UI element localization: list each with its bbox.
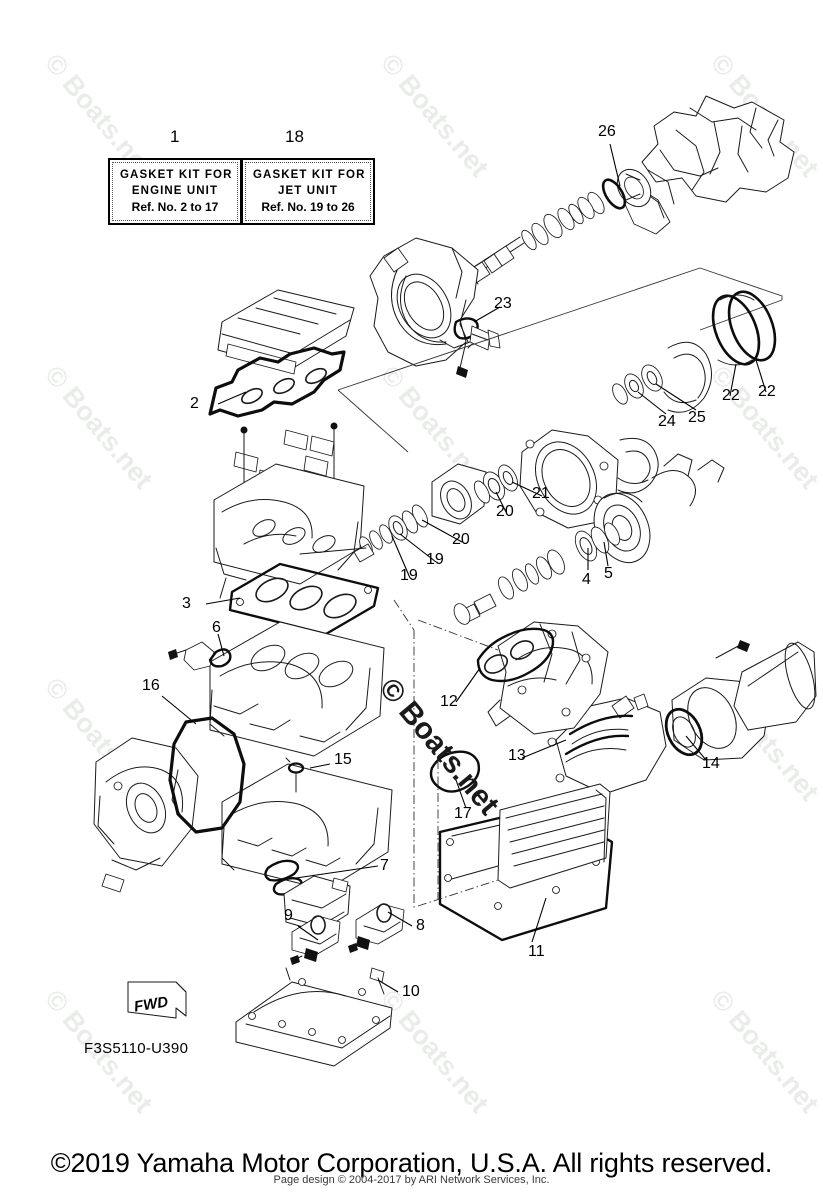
bearing-cluster-19-20-21 bbox=[353, 463, 518, 563]
gasket-kit-box-jet[interactable]: GASKET KIT FOR JET UNIT Ref. No. 19 to 2… bbox=[241, 158, 375, 225]
kit-engine-line1: GASKET KIT FOR bbox=[120, 169, 233, 181]
oring-26 bbox=[601, 178, 627, 210]
gasket-14 bbox=[664, 707, 704, 757]
gasket-13 bbox=[568, 714, 634, 736]
callout-18[interactable]: 18 bbox=[285, 127, 304, 146]
callout-11[interactable]: 11 bbox=[528, 943, 545, 960]
oil-pan-assembly bbox=[235, 859, 405, 1067]
gasket-12 bbox=[476, 627, 555, 683]
diagram-part-number: F3S5110-U390 bbox=[84, 1040, 189, 1057]
copyright-text: ©2019 Yamaha Motor Corporation, U.S.A. A… bbox=[50, 1148, 773, 1178]
callout-8[interactable]: 8 bbox=[416, 917, 425, 934]
callout-26[interactable]: 26 bbox=[598, 123, 616, 140]
part-6-thermostat bbox=[168, 641, 232, 671]
callout-10[interactable]: 10 bbox=[402, 983, 420, 1000]
callout-17[interactable]: 17 bbox=[454, 805, 472, 822]
crankcase-upper bbox=[168, 621, 385, 757]
gasket-kit-box-engine[interactable]: GASKET KIT FOR ENGINE UNIT Ref. No. 2 to… bbox=[108, 158, 242, 225]
exhaust-manifold-assembly bbox=[476, 621, 609, 735]
crankcase-lower bbox=[221, 757, 393, 891]
kit-engine-line2: ENGINE UNIT bbox=[131, 185, 219, 197]
callout-7[interactable]: 7 bbox=[380, 857, 389, 874]
kit-jet-line3: Ref. No. 19 to 26 bbox=[261, 200, 355, 214]
callout-14[interactable]: 14 bbox=[702, 755, 720, 772]
footer: ©2019 Yamaha Motor Corporation, U.S.A. A… bbox=[0, 1148, 823, 1186]
callout-24[interactable]: 24 bbox=[658, 413, 676, 430]
kit-engine-line3: Ref. No. 2 to 17 bbox=[131, 200, 219, 214]
head-gasket-3 bbox=[228, 562, 380, 636]
callout-21[interactable]: 21 bbox=[532, 485, 550, 502]
bearing-21 bbox=[498, 464, 518, 492]
kit-jet-line2: JET UNIT bbox=[278, 185, 338, 197]
generator-cover bbox=[93, 716, 246, 893]
page-design-credit: Page design © 2004-2017 by ARI Network S… bbox=[273, 1174, 550, 1186]
callout-2[interactable]: 2 bbox=[190, 395, 199, 412]
callout-15[interactable]: 15 bbox=[334, 751, 352, 768]
gasket-16 bbox=[168, 716, 246, 834]
callout-22b[interactable]: 22 bbox=[758, 383, 776, 400]
seal-ring-22-pair bbox=[711, 290, 777, 366]
callout-12[interactable]: 12 bbox=[440, 693, 458, 710]
callout-3[interactable]: 3 bbox=[182, 595, 191, 612]
callout-20a[interactable]: 20 bbox=[452, 531, 470, 548]
part-8-bracket bbox=[348, 903, 405, 953]
callout-13[interactable]: 13 bbox=[508, 747, 526, 764]
gasket-kit-box-jet-inner: GASKET KIT FOR JET UNIT Ref. No. 19 to 2… bbox=[245, 162, 371, 221]
impeller-housing-assembly bbox=[519, 290, 777, 529]
callout-6[interactable]: 6 bbox=[212, 619, 221, 636]
callout-20b[interactable]: 20 bbox=[496, 503, 514, 520]
kit-jet-line1: GASKET KIT FOR bbox=[253, 169, 366, 181]
part-9-bracket bbox=[290, 915, 341, 965]
gasket-2-valve-cover bbox=[208, 346, 346, 418]
gasket-17 bbox=[429, 750, 481, 793]
callout-19a[interactable]: 19 bbox=[400, 567, 418, 584]
callout-4[interactable]: 4 bbox=[582, 571, 591, 588]
leader-lines bbox=[161, 143, 767, 993]
jet-nozzle-duct bbox=[547, 640, 817, 795]
jet-bearing-stack bbox=[521, 168, 652, 251]
side-cover-assembly bbox=[429, 750, 614, 942]
engine-unit-group-outline bbox=[393, 599, 499, 910]
callout-19b[interactable]: 19 bbox=[426, 551, 444, 568]
gasket-kit-box-engine-inner: GASKET KIT FOR ENGINE UNIT Ref. No. 2 to… bbox=[112, 162, 238, 221]
callout-9[interactable]: 9 bbox=[284, 907, 293, 924]
cylinder-head-assembly bbox=[208, 289, 380, 636]
fwd-arrow-icon bbox=[127, 981, 187, 1019]
jet-pump-assembly bbox=[369, 95, 795, 378]
callout-1[interactable]: 1 bbox=[170, 127, 180, 146]
oring-15 bbox=[285, 757, 305, 793]
callout-22a[interactable]: 22 bbox=[722, 387, 740, 404]
callout-5[interactable]: 5 bbox=[604, 565, 613, 582]
callout-25[interactable]: 25 bbox=[688, 409, 706, 426]
drive-coupling-stack bbox=[299, 453, 725, 625]
callout-23[interactable]: 23 bbox=[494, 295, 512, 312]
callout-16[interactable]: 16 bbox=[142, 677, 160, 694]
